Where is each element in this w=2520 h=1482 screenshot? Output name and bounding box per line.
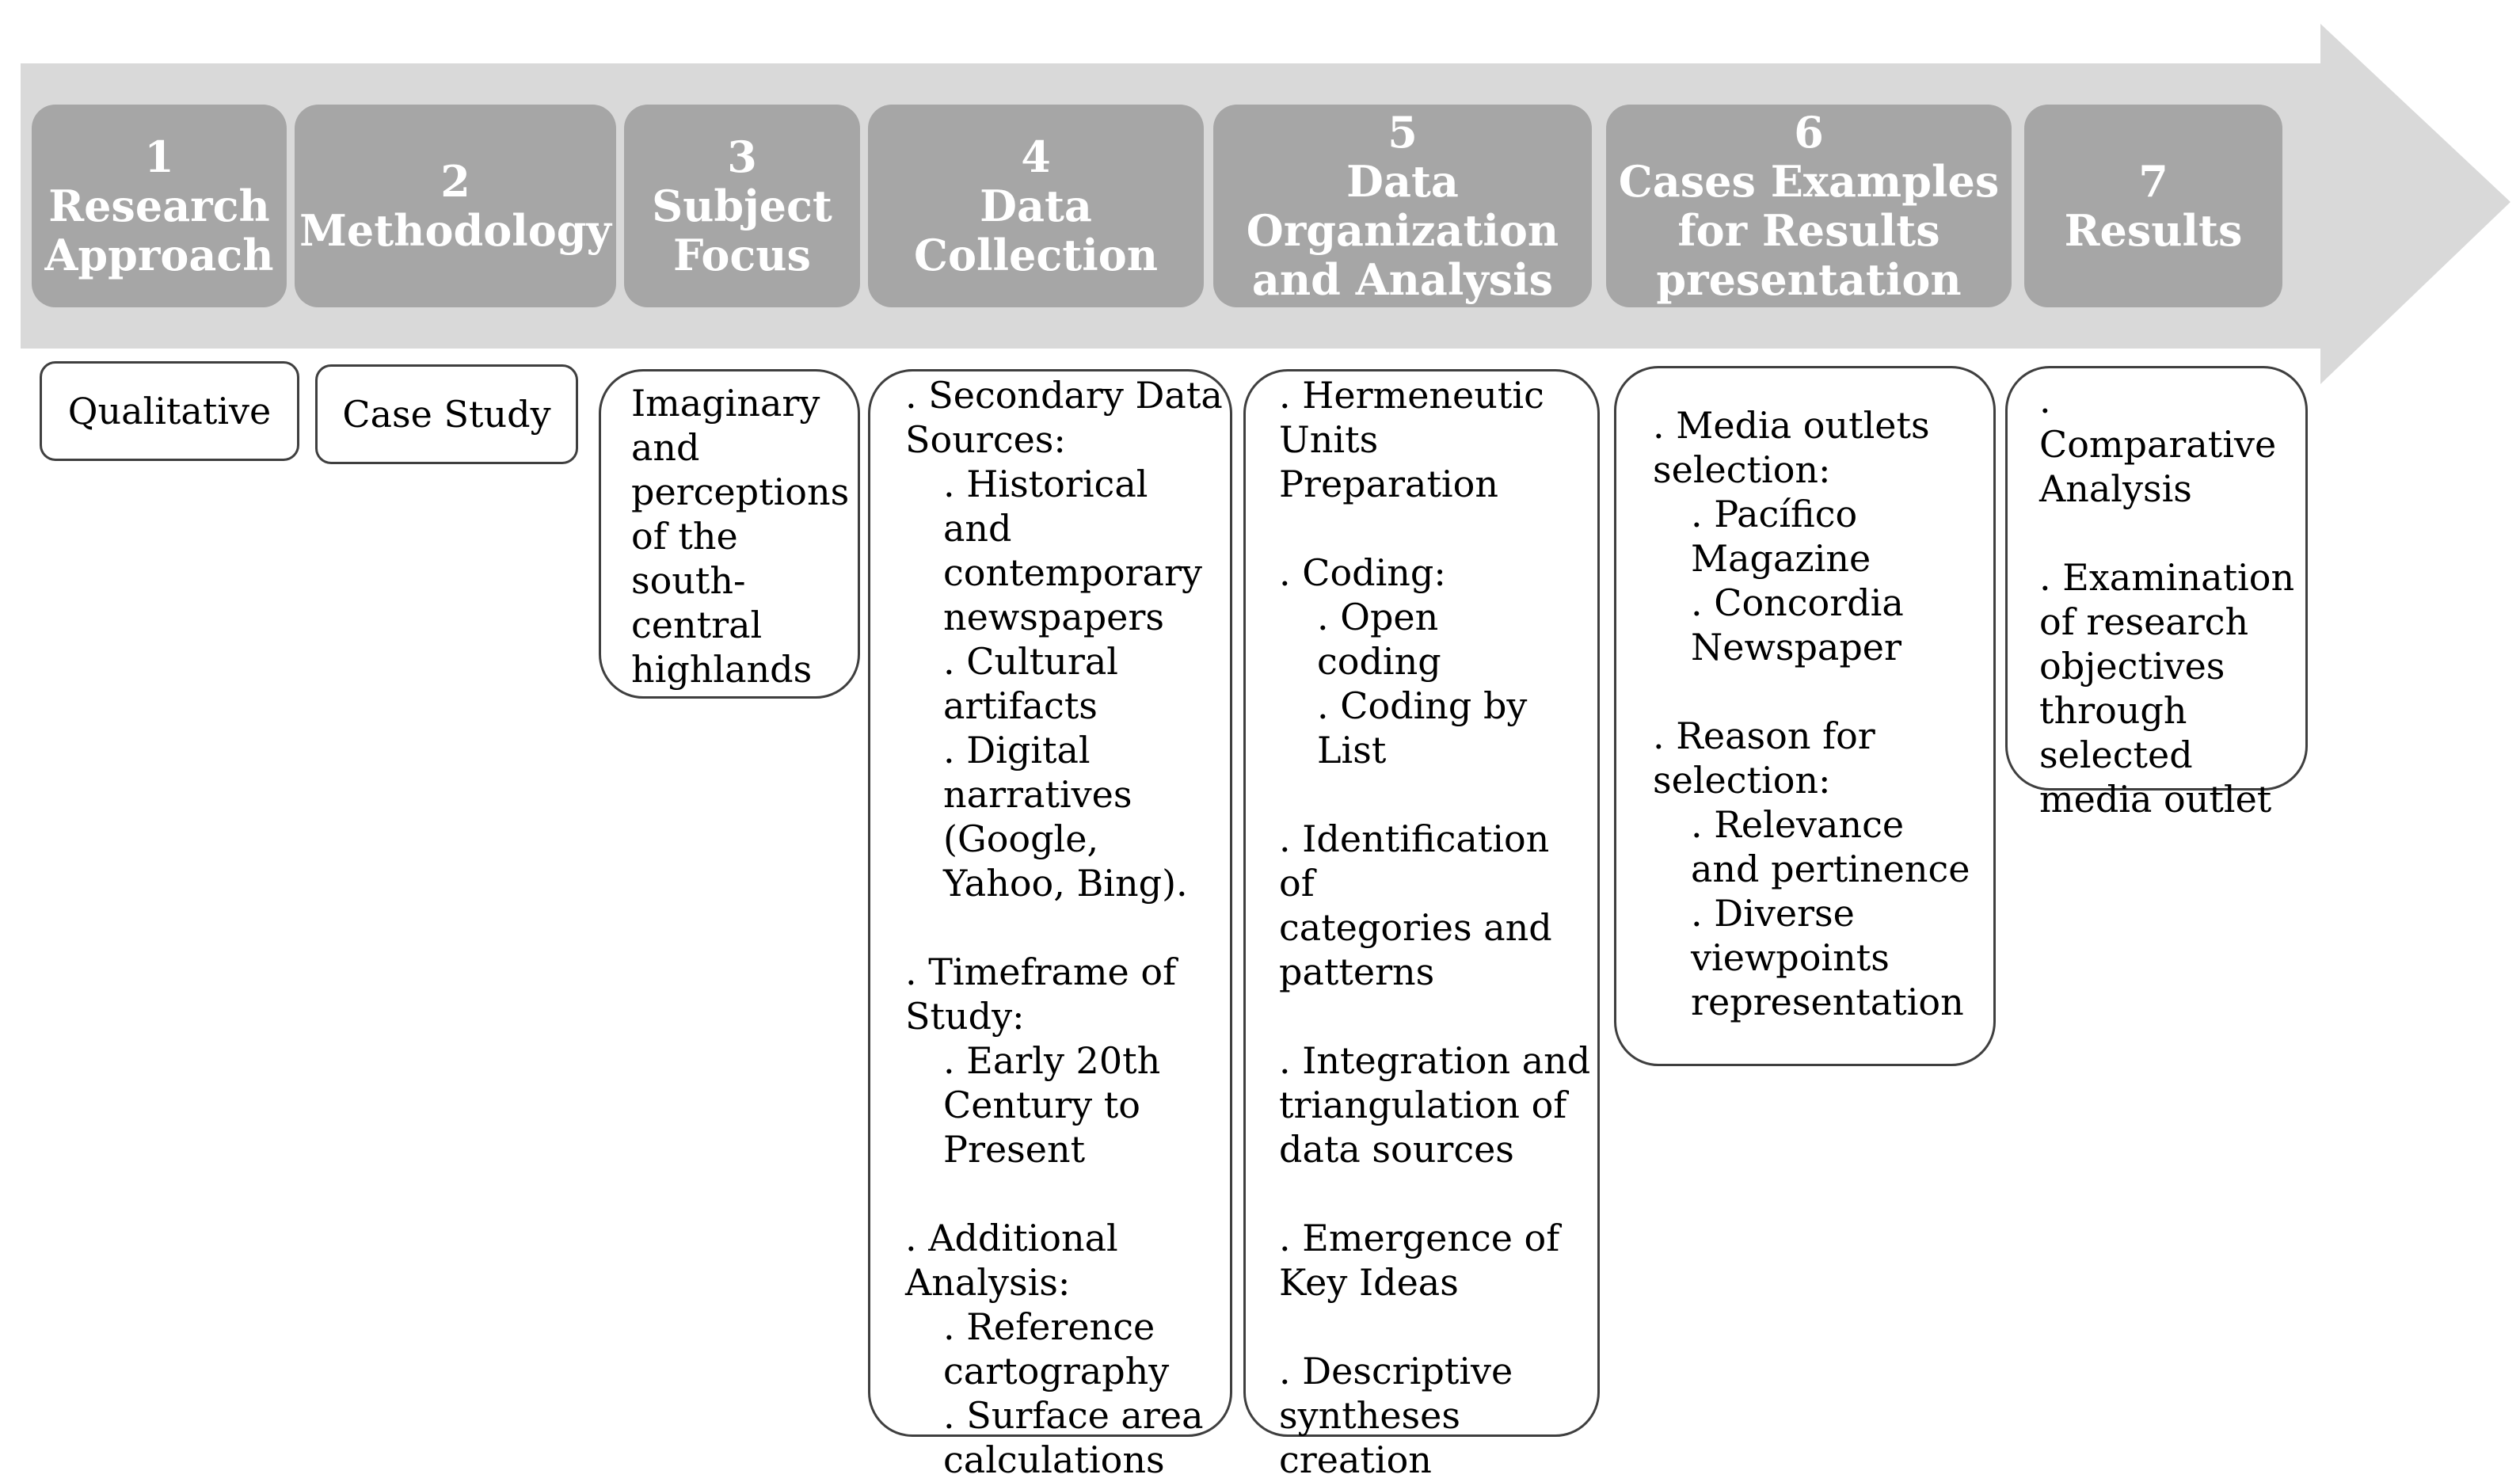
sub-item: . Surface area calculations [943,1394,1204,1481]
step-1-research-approach: 1 Research Approach [32,105,287,307]
sub-item: . Reference cartography [943,1305,1170,1392]
item-heading: . Integration and triangulation of data … [1279,1039,1591,1171]
sub-item: . Historical and contemporary newspapers [943,463,1202,638]
item-heading: . Emergence of Key Ideas [1279,1217,1560,1304]
card-items: . Hermeneutic Units Preparation . Coding:… [1279,373,1591,1482]
item-heading: . Hermeneutic Units Preparation [1279,374,1544,505]
step-6-cases-examples: 6 Cases Examples for Results presentatio… [1606,105,2012,307]
card-list-item: . Hermeneutic Units Preparation [1279,373,1591,506]
item-heading: . Comparative Analysis [2039,379,2277,510]
item-heading: . Identification of categories and patte… [1279,817,1552,993]
sub-item: . Concordia Newspaper [1691,581,1904,669]
step-number: 4 [1021,131,1051,182]
sub-item: . Diverse viewpoints representation [1691,892,1964,1023]
step-title: Research Approach [44,181,274,280]
sub-items: . Relevance and pertinence. Diverse view… [1653,802,1987,1024]
step-2-methodology: 2 Methodology [295,105,616,307]
card-methodology: Case Study [315,364,578,464]
sub-item: . Open coding [1317,596,1441,683]
step-5-data-organization: 5 Data Organization and Analysis [1213,105,1592,307]
card-items: . Secondary Data Sources:. Historical an… [905,373,1224,1482]
card-list-item: . Additional Analysis:. Reference cartog… [905,1216,1224,1482]
step-title: Data Organization and Analysis [1246,156,1559,305]
sub-item: . Relevance and pertinence [1691,803,1970,890]
card-list-item: . Integration and triangulation of data … [1279,1038,1591,1172]
sub-item: . Pacífico Magazine [1691,493,1871,580]
step-title: Data Collection [914,181,1158,280]
step-number: 3 [727,131,757,182]
card-list-item: . Media outlets selection:. Pacífico Mag… [1653,403,1987,669]
card-list-item: . Reason for selection:. Relevance and p… [1653,714,1987,1024]
card-cases-examples: . Media outlets selection:. Pacífico Mag… [1614,366,1996,1066]
item-heading: . Descriptive syntheses creation [1279,1350,1513,1481]
card-items: . Comparative Analysis . Examination of r… [2039,378,2299,821]
step-title: Subject Focus [652,181,832,280]
card-data-collection: . Secondary Data Sources:. Historical an… [868,369,1232,1481]
sub-item: . Digital narratives (Google, Yahoo, Bin… [943,729,1188,905]
card-list-item: . Secondary Data Sources:. Historical an… [905,373,1224,905]
step-4-data-collection: 4 Data Collection [868,105,1204,307]
card-list-item: . Timeframe of Study:. Early 20th Centur… [905,950,1224,1172]
card-text: Imaginary and perceptions of the south- … [631,382,850,691]
card-list-item: . Comparative Analysis [2039,378,2299,511]
sub-item: . Coding by List [1317,684,1528,771]
card-text: Qualitative [67,390,272,432]
step-number: 6 [1794,107,1824,158]
card-list-item: . Coding:. Open coding. Coding by List [1279,551,1591,772]
card-list-item: . Identification of categories and patte… [1279,817,1591,994]
card-research-approach: Qualitative [40,361,299,461]
sub-item: . Early 20th Century to Present [943,1039,1161,1171]
item-heading: . Timeframe of Study: [905,951,1177,1038]
step-title: Cases Examples for Results presentation [1618,156,2000,305]
sub-items: . Open coding. Coding by List [1279,595,1591,772]
sub-items: . Historical and contemporary newspapers… [905,462,1224,905]
sub-items: . Reference cartography. Surface area ca… [905,1305,1224,1482]
card-text: Case Study [342,393,551,436]
step-number: 2 [440,156,470,207]
item-heading: . Additional Analysis: [905,1217,1118,1304]
item-heading: . Media outlets selection: [1653,404,1930,491]
step-number: 1 [144,131,174,182]
item-heading: . Secondary Data Sources: [905,374,1223,461]
card-list-item: . Emergence of Key Ideas [1279,1216,1591,1305]
card-items: . Media outlets selection:. Pacífico Mag… [1653,403,1987,1024]
sub-item: . Cultural artifacts [943,640,1119,727]
card-list-item: . Examination of research objectives thr… [2039,555,2299,821]
card-results: . Comparative Analysis . Examination of r… [2005,366,2308,821]
card-data-organization: . Hermeneutic Units Preparation . Coding:… [1243,369,1600,1481]
item-heading: . Coding: [1279,551,1446,594]
item-heading: . Examination of research objectives thr… [2039,556,2295,821]
step-title: Results [2064,205,2243,256]
item-heading: . Reason for selection: [1653,714,1875,802]
card-list-item: . Descriptive syntheses creation [1279,1349,1591,1482]
step-number: 7 [2138,156,2168,207]
sub-items: . Early 20th Century to Present [905,1038,1224,1172]
card-subject-focus: Imaginary and perceptions of the south- … [599,369,860,699]
step-3-subject-focus: 3 Subject Focus [624,105,860,307]
step-7-results: 7 Results [2024,105,2282,307]
step-title: Methodology [299,205,611,256]
sub-items: . Pacífico Magazine. Concordia Newspaper [1653,492,1987,669]
step-number: 5 [1388,107,1418,158]
